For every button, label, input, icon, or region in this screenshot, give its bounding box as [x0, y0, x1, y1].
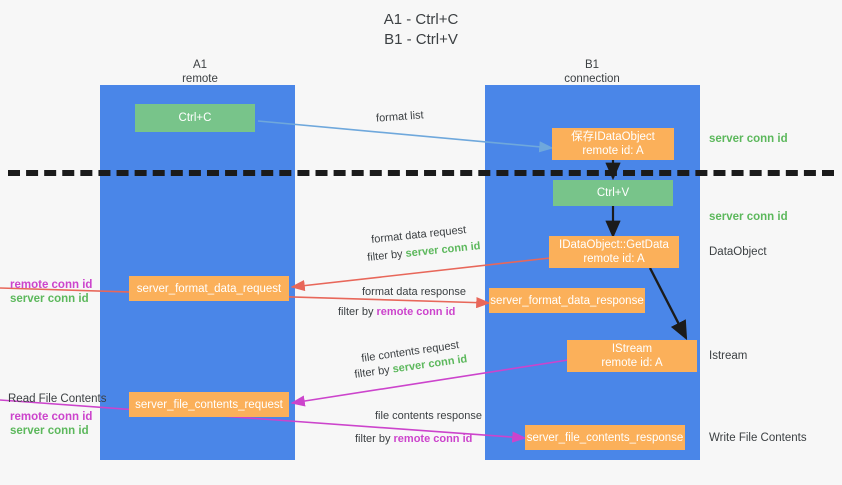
annotation-server-conn-id-2: server conn id	[709, 211, 788, 223]
annotation-istream: Istream	[709, 350, 748, 362]
title-line-1: A1 - Ctrl+C	[383, 11, 459, 28]
filter-prefix: filter by	[338, 306, 377, 318]
box-server-format-data-request-label: server_format_data_request	[136, 282, 282, 295]
box-ctrl-c[interactable]: Ctrl+C	[135, 104, 255, 132]
box-getdata-line2: remote id: A	[583, 253, 645, 265]
box-istream-line2: remote id: A	[601, 357, 663, 369]
annotation-conn-pair-1-server: server conn id	[10, 293, 89, 305]
box-istream-line1: IStream	[611, 343, 653, 355]
column-header-a1: A1 remote	[140, 58, 260, 86]
column-header-b1: B1 connection	[532, 58, 652, 86]
edge-label-file-contents-response-filter: filter by remote conn id	[355, 432, 472, 446]
edge-label-format-data-response: format data response	[362, 286, 466, 298]
edge-label-file-contents-response: file contents response	[375, 410, 483, 422]
title-line-2: B1 - Ctrl+V	[384, 31, 458, 48]
annotation-read-file-contents-server: server conn id	[10, 425, 89, 437]
filter-prefix: filter by	[353, 363, 394, 381]
box-server-format-data-response-label: server_format_data_response	[490, 294, 644, 307]
column-header-b1-sub: connection	[564, 73, 620, 85]
box-server-format-data-response[interactable]: server_format_data_response	[489, 288, 645, 313]
box-save-idataobject-line1: 保存IDataObject	[571, 131, 655, 143]
annotation-read-file-contents-conns: remote conn id server conn id	[10, 410, 92, 438]
box-save-idataobject[interactable]: 保存IDataObject remote id: A	[552, 128, 674, 160]
filter-prefix: filter by	[355, 433, 394, 445]
column-header-a1-name: A1	[192, 59, 208, 71]
box-istream[interactable]: IStream remote id: A	[567, 340, 697, 372]
box-idataobject-getdata[interactable]: IDataObject::GetData remote id: A	[549, 236, 679, 268]
page-title: A1 - Ctrl+C B1 - Ctrl+V	[0, 10, 842, 50]
box-server-file-contents-response[interactable]: server_file_contents_response	[525, 425, 685, 450]
box-ctrl-c-label: Ctrl+C	[178, 112, 212, 124]
edge-label-format-list: format list	[375, 109, 425, 125]
box-getdata-line1: IDataObject::GetData	[559, 239, 669, 251]
box-server-format-data-request[interactable]: server_format_data_request	[129, 276, 289, 301]
filter-prefix: filter by	[366, 247, 407, 264]
filter-value-remote-conn-id: remote conn id	[393, 433, 473, 445]
filter-value-server-conn-id: server conn id	[404, 240, 482, 260]
edge-label-format-data-response-filter: filter by remote conn id	[338, 305, 455, 319]
annotation-read-file-contents-remote: remote conn id	[10, 411, 93, 423]
column-header-b1-name: B1	[584, 59, 600, 71]
box-server-file-contents-request[interactable]: server_file_contents_request	[129, 392, 289, 417]
annotation-server-conn-id-1: server conn id	[709, 133, 788, 145]
box-server-file-contents-response-label: server_file_contents_response	[526, 431, 684, 444]
filter-value-remote-conn-id: remote conn id	[376, 306, 456, 318]
annotation-read-file-contents-heading: Read File Contents	[8, 393, 107, 405]
annotation-conn-pair-1: remote conn id server conn id	[10, 278, 92, 306]
annotation-dataobject: DataObject	[709, 246, 767, 258]
box-ctrl-v[interactable]: Ctrl+V	[553, 180, 673, 206]
box-save-idataobject-line2: remote id: A	[582, 145, 644, 157]
annotation-conn-pair-1-remote: remote conn id	[10, 279, 93, 291]
box-ctrl-v-label: Ctrl+V	[596, 187, 630, 199]
annotation-write-file-contents: Write File Contents	[709, 432, 807, 444]
column-header-a1-sub: remote	[182, 73, 218, 85]
phase-separator-dashed-line	[8, 170, 834, 176]
box-server-file-contents-request-label: server_file_contents_request	[135, 398, 283, 411]
